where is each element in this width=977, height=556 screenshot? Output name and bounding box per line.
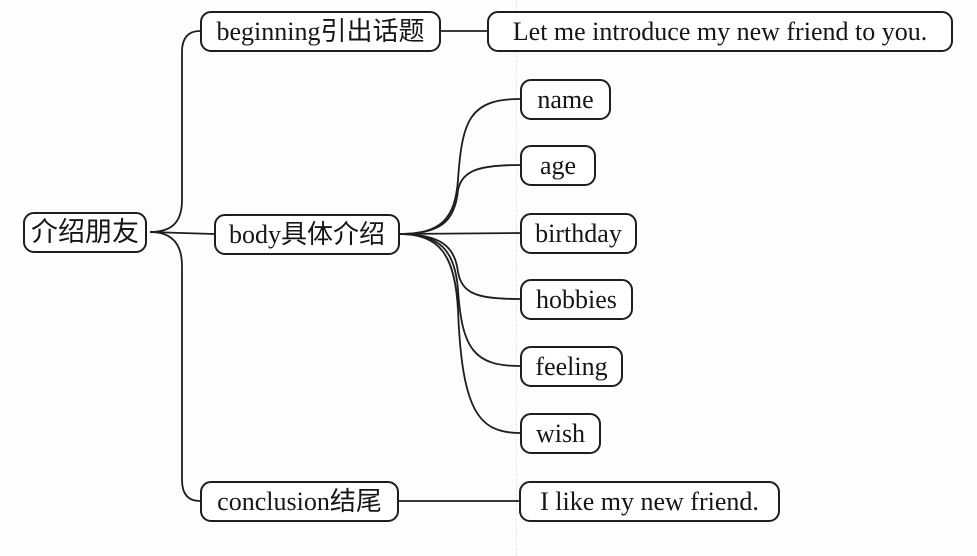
branch-node-body[interactable]: body具体介绍 — [214, 214, 400, 255]
leaf-node-introduction[interactable]: Let me introduce my new friend to you. — [487, 11, 953, 52]
leaf-node-feeling[interactable]: feeling — [520, 346, 623, 387]
root-node-label: 介绍朋友 — [31, 217, 139, 247]
leaf-node-label: hobbies — [536, 284, 617, 314]
connector-root-beginning — [149, 30, 201, 233]
leaf-node-label: I like my new friend. — [540, 486, 759, 516]
branch-node-conclusion[interactable]: conclusion结尾 — [200, 481, 399, 522]
leaf-node-label: feeling — [535, 351, 608, 381]
connector-body-birthday — [398, 232, 521, 235]
leaf-node-label: age — [539, 150, 577, 180]
root-node[interactable]: 介绍朋友 — [23, 212, 147, 253]
leaf-node-birthday[interactable]: birthday — [520, 213, 637, 254]
connector-body-hobbies — [398, 233, 521, 300]
leaf-node-wish[interactable]: wish — [520, 413, 601, 454]
leaf-node-label: name — [537, 84, 594, 114]
connector-body-wish — [398, 233, 521, 434]
leaf-node-closing[interactable]: I like my new friend. — [519, 481, 780, 522]
branch-node-label: beginning引出话题 — [216, 16, 425, 46]
leaf-node-label: birthday — [535, 218, 622, 248]
connector-root-conclusion — [149, 231, 201, 502]
leaf-node-age[interactable]: age — [520, 145, 596, 186]
branch-node-beginning[interactable]: beginning引出话题 — [200, 11, 441, 52]
connector-body-age — [398, 164, 521, 235]
leaf-node-label: Let me introduce my new friend to you. — [512, 16, 928, 46]
scan-fold-line — [516, 0, 517, 556]
leaf-node-name[interactable]: name — [520, 79, 611, 120]
leaf-node-hobbies[interactable]: hobbies — [520, 279, 633, 320]
connector-body-feeling — [398, 233, 521, 367]
connector-body-name — [398, 98, 521, 235]
leaf-node-label: wish — [535, 418, 586, 448]
branch-node-label: body具体介绍 — [228, 219, 385, 249]
branch-node-label: conclusion结尾 — [217, 486, 382, 516]
